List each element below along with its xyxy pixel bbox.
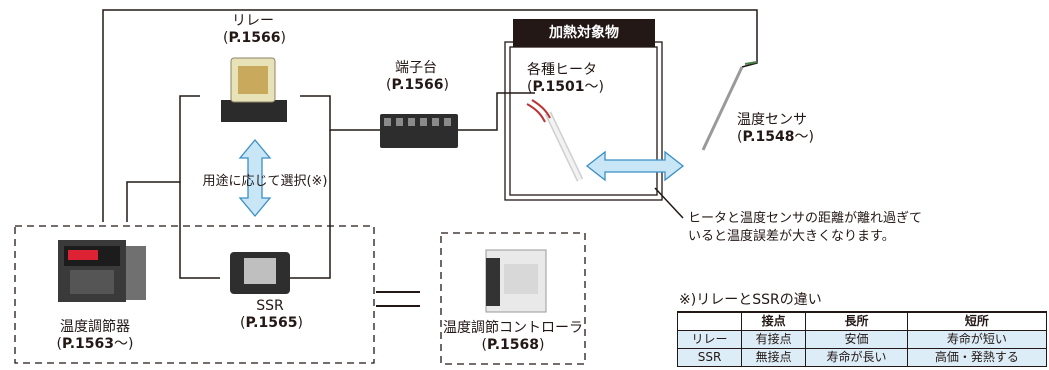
controller-to-relay-wire xyxy=(126,95,200,222)
distance-note: ヒータと温度センサの距離が離れ過ぎて いると温度誤差が大きくなります。 xyxy=(688,210,922,246)
ssr-image xyxy=(230,252,290,294)
relay-image xyxy=(221,57,287,122)
sensor-name: 温度センサ xyxy=(737,112,807,128)
table-cell: 安価 xyxy=(805,330,908,349)
select-note: 用途に応じて選択(※) xyxy=(202,174,328,189)
terminal-name: 端子台 xyxy=(395,60,437,76)
sensor-wire xyxy=(102,9,758,222)
controller-group-box xyxy=(14,225,375,364)
controller-unit-label: 温度調節コントローラ (P.1568) xyxy=(443,320,583,353)
heating-target-inner-box xyxy=(509,46,658,196)
terminal-label: 端子台 (P.1566) xyxy=(386,60,449,93)
controller-unit-image xyxy=(485,249,547,313)
table-header-cell xyxy=(676,311,743,331)
distance-note-line-1: ヒータと温度センサの距離が離れ過ぎて xyxy=(688,211,923,226)
controller-page: P.1563 xyxy=(62,336,114,352)
horizontal-double-arrow xyxy=(585,150,685,182)
comparison-table: 接点 長所 短所 リレー 有接点 安価 寿命が短い SSR 無接点 寿命が長い … xyxy=(676,311,1048,367)
terminal-page: P.1566 xyxy=(391,77,444,93)
table-header-cell: 長所 xyxy=(805,311,908,331)
controller-image xyxy=(58,240,146,302)
relay-page: P.1566 xyxy=(228,30,281,46)
heater-page-suffix: 〜 xyxy=(584,79,599,95)
sensor-image xyxy=(701,61,758,151)
heating-target-label: 加熱対象物 xyxy=(513,19,655,47)
controller-unit-name: 温度調節コントローラ xyxy=(443,320,583,336)
table-cell: 有接点 xyxy=(741,330,807,349)
leader-line xyxy=(654,187,684,219)
controller-name: 温度調節器 xyxy=(60,319,130,335)
heater-name: 各種ヒータ xyxy=(527,62,597,78)
relay-name: リレー xyxy=(232,13,274,29)
controller-label: 温度調節器 (P.1563〜) xyxy=(40,319,150,353)
ssr-label: SSR (P.1565) xyxy=(240,298,303,331)
sensor-label: 温度センサ (P.1548〜) xyxy=(737,112,827,146)
controller-unit-page: P.1568 xyxy=(487,337,539,353)
terminal-to-heater-wire xyxy=(458,92,535,131)
distance-note-line-2: いると温度誤差が大きくなります。 xyxy=(688,229,895,244)
terminal-block-image xyxy=(380,114,458,148)
table-cell: 寿命が長い xyxy=(805,348,908,367)
table-row: リレー 有接点 安価 寿命が短い xyxy=(676,330,1048,349)
table-header-cell: 接点 xyxy=(741,311,807,331)
table-cell: 無接点 xyxy=(741,348,807,367)
sensor-page-suffix: 〜 xyxy=(794,129,809,145)
table-cell: 高価・発熱する xyxy=(906,348,1048,367)
controller-unit-box xyxy=(440,232,586,365)
vertical-double-arrow xyxy=(238,138,272,218)
heater-page: P.1501 xyxy=(532,79,585,95)
ssr-name: SSR xyxy=(256,298,284,314)
relay-output-wire xyxy=(300,95,380,131)
relay-label: リレー (P.1566) xyxy=(223,13,286,46)
table-header-cell: 短所 xyxy=(906,311,1048,331)
table-cell: 寿命が短い xyxy=(906,330,1048,349)
controller-page-suffix: 〜 xyxy=(113,336,128,352)
heater-image xyxy=(526,99,584,182)
ssr-output-branch xyxy=(290,130,331,279)
table-cell: SSR xyxy=(676,348,743,367)
table-cell: リレー xyxy=(676,330,743,349)
table-header-row: 接点 長所 短所 xyxy=(676,311,1048,331)
table-row: SSR 無接点 寿命が長い 高価・発熱する xyxy=(676,348,1048,367)
sensor-page: P.1548 xyxy=(742,129,795,145)
ssr-branch xyxy=(179,182,220,279)
ssr-page: P.1565 xyxy=(245,315,298,331)
comparison-table-title: ※)リレーとSSRの違い xyxy=(679,292,822,308)
heater-label: 各種ヒータ (P.1501〜) xyxy=(527,62,617,96)
